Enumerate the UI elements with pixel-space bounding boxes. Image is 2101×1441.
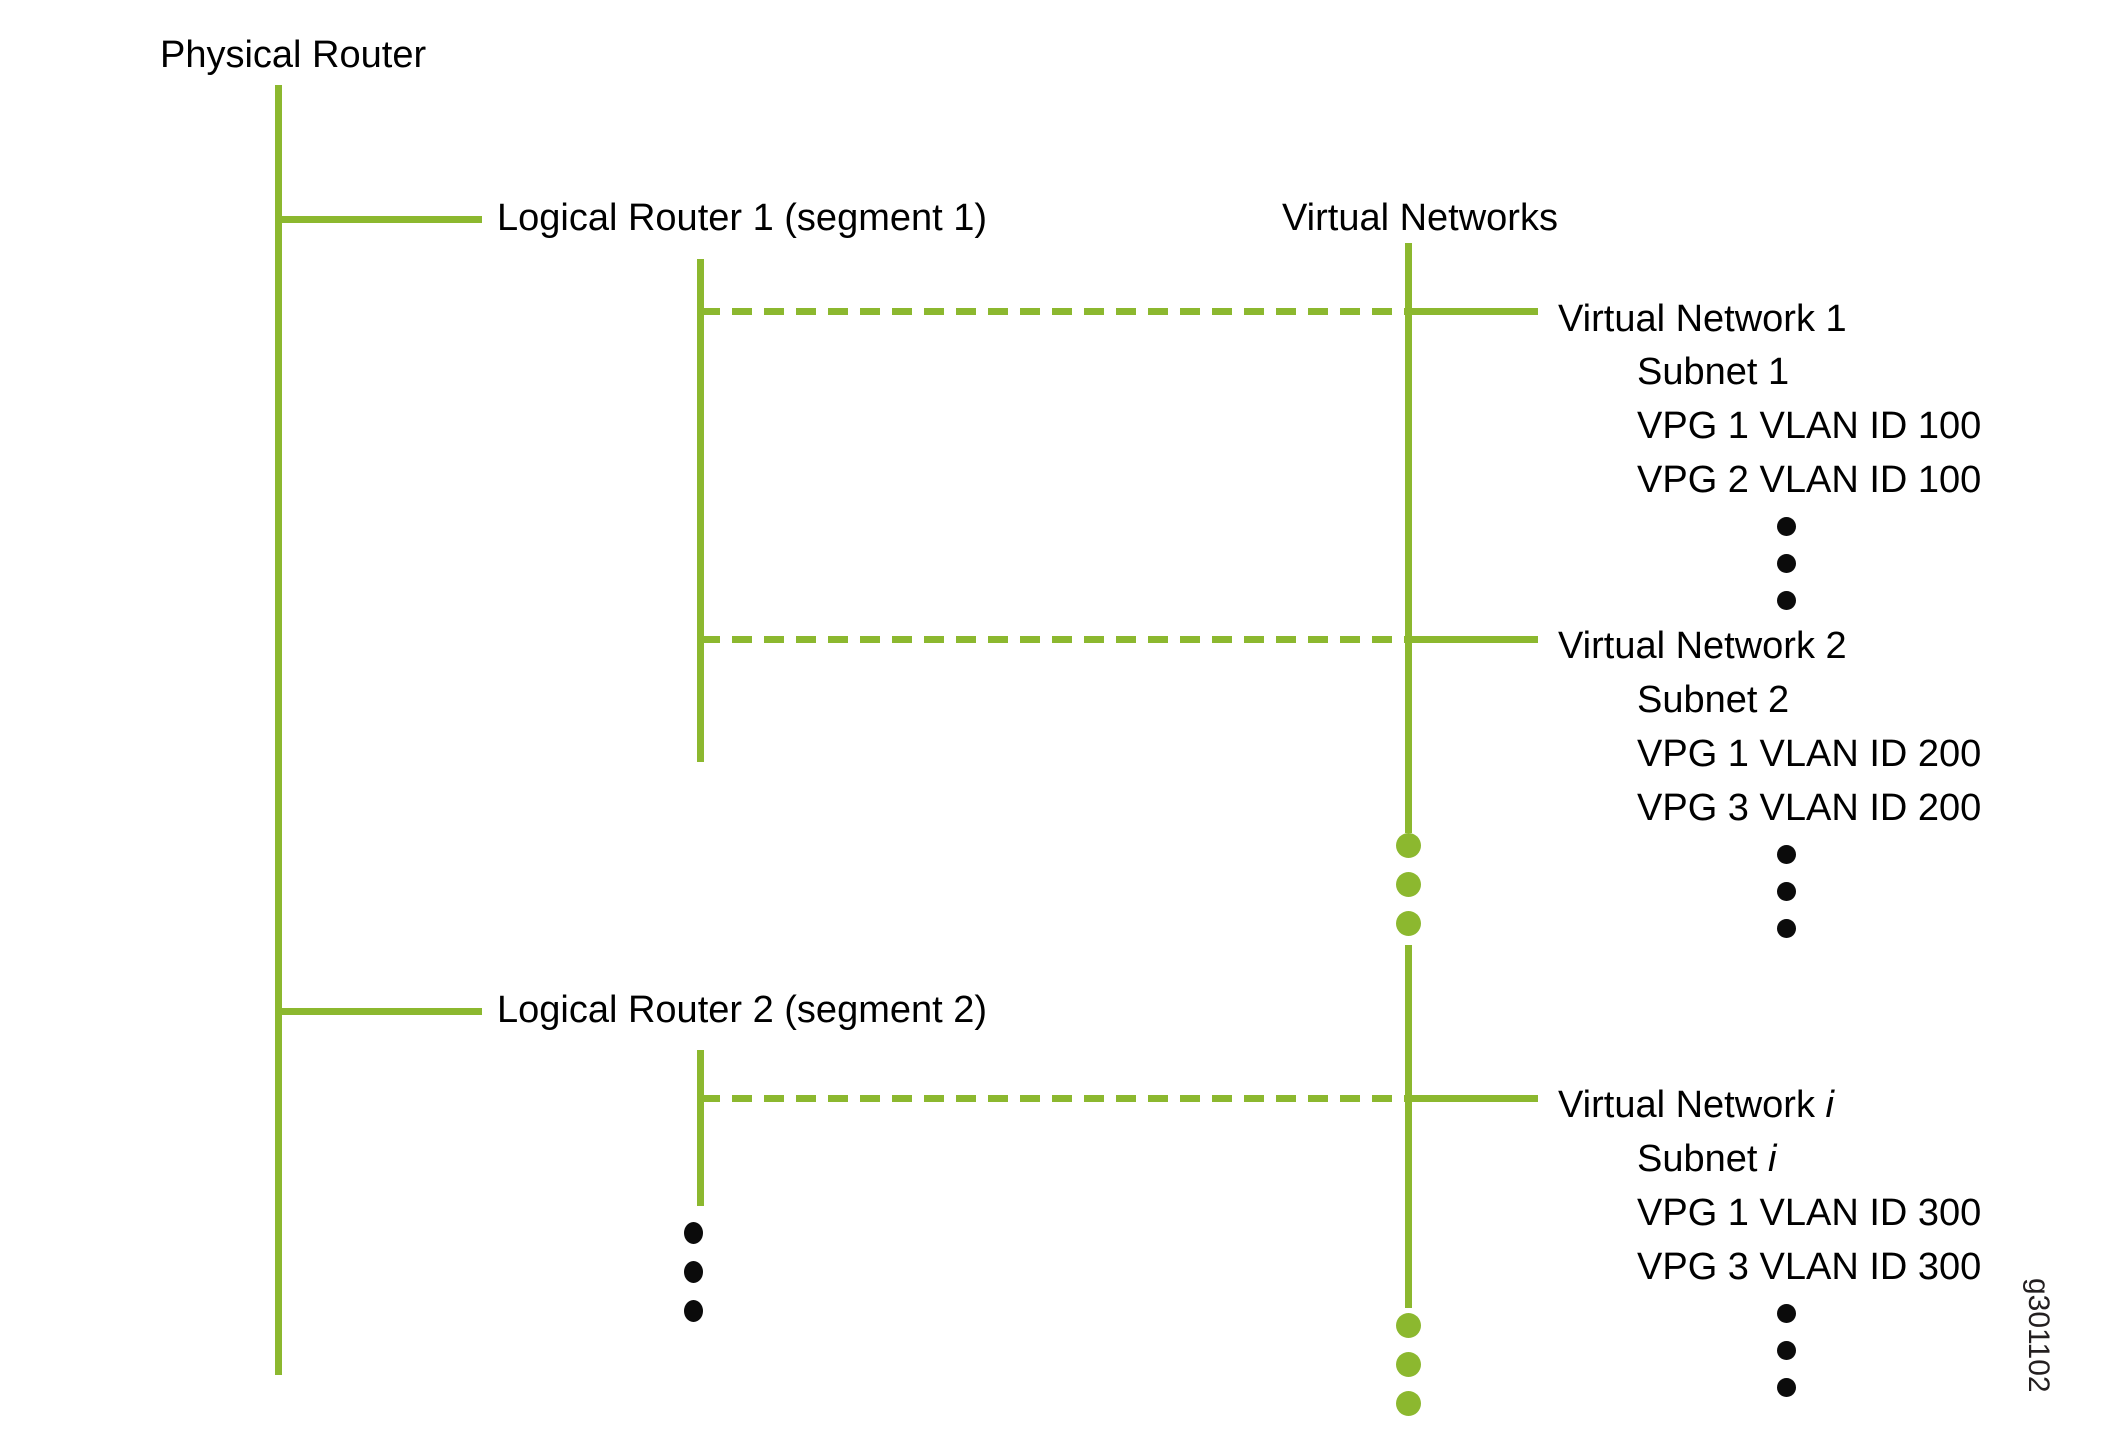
virtual-network-i-subnet: Subnet i: [1637, 1140, 1776, 1178]
physical-router-trunk-line: [275, 85, 282, 1375]
virtual-network-1-subnet: Subnet 1: [1637, 353, 1789, 391]
ellipsis-dot-icon: [1777, 517, 1796, 536]
logical-router-continuation-dots: [684, 1222, 703, 1322]
vni-title-index: i: [1825, 1084, 1834, 1126]
ellipsis-dot-icon: [1777, 554, 1796, 573]
logical-router-1-trunk-line: [697, 259, 704, 762]
virtual-network-1-title: Virtual Network 1: [1558, 300, 1847, 338]
virtual-network-i-continuation-dots: [1777, 1304, 1796, 1397]
vn2-title-prefix: Virtual Network: [1558, 625, 1826, 667]
ellipsis-dot-icon: [1396, 911, 1421, 936]
connector-trunk-to-vn2: [1405, 636, 1538, 643]
connector-trunk-to-vn1: [1405, 308, 1538, 315]
ellipsis-dot-icon: [684, 1222, 703, 1244]
virtual-networks-continuation-dots-upper: [1396, 833, 1421, 936]
ellipsis-dot-icon: [1777, 591, 1796, 610]
physical-router-label: Physical Router: [160, 34, 427, 76]
logical-router-1-label: Logical Router 1 (segment 1): [497, 197, 988, 239]
virtual-network-1-vpg-1: VPG 1 VLAN ID 100: [1637, 405, 1982, 447]
ellipsis-dot-icon: [1777, 845, 1796, 864]
logical-router-2-label: Logical Router 2 (segment 2): [497, 989, 988, 1031]
ellipsis-dot-icon: [1396, 872, 1421, 897]
virtual-networks-trunk-line-lower: [1405, 945, 1412, 1308]
virtual-networks-label: Virtual Networks: [1282, 197, 1558, 239]
virtual-network-2-subnet: Subnet 2: [1637, 681, 1789, 719]
vn1-title-index: 1: [1825, 298, 1847, 340]
vni-subnet-prefix: Subnet: [1637, 1138, 1768, 1180]
virtual-networks-trunk-line-upper: [1405, 243, 1412, 833]
ellipsis-dot-icon: [1777, 882, 1796, 901]
virtual-network-2-vpg-1: VPG 1 VLAN ID 200: [1637, 733, 1982, 775]
vn1-subnet-prefix: Subnet: [1637, 351, 1768, 393]
dashed-link-lr2-to-vni: [700, 1095, 1408, 1102]
virtual-network-2-vpg-2: VPG 3 VLAN ID 200: [1637, 787, 1982, 829]
virtual-networks-continuation-dots-lower: [1396, 1313, 1421, 1416]
ellipsis-dot-icon: [1396, 1391, 1421, 1416]
logical-router-2-trunk-line: [697, 1050, 704, 1206]
connector-physical-to-logical-router-2: [275, 1008, 482, 1015]
vni-title-prefix: Virtual Network: [1558, 1084, 1826, 1126]
vn2-subnet-prefix: Subnet: [1637, 679, 1768, 721]
ellipsis-dot-icon: [1777, 1378, 1796, 1397]
ellipsis-dot-icon: [1777, 1341, 1796, 1360]
ellipsis-dot-icon: [1396, 833, 1421, 858]
vn1-subnet-index: 1: [1768, 351, 1790, 393]
vn2-subnet-index: 2: [1768, 679, 1790, 721]
dashed-link-lr1-to-vn2: [700, 636, 1408, 643]
ellipsis-dot-icon: [1777, 919, 1796, 938]
ellipsis-dot-icon: [684, 1261, 703, 1283]
virtual-network-i-title: Virtual Network i: [1558, 1086, 1834, 1124]
virtual-network-1-vpg-2: VPG 2 VLAN ID 100: [1637, 459, 1982, 501]
ellipsis-dot-icon: [1777, 1304, 1796, 1323]
ellipsis-dot-icon: [1396, 1352, 1421, 1377]
virtual-network-i-vpg-1: VPG 1 VLAN ID 300: [1637, 1192, 1982, 1234]
connector-trunk-to-vni: [1405, 1095, 1538, 1102]
virtual-network-2-continuation-dots: [1777, 845, 1796, 938]
ellipsis-dot-icon: [684, 1300, 703, 1322]
vn2-title-index: 2: [1825, 625, 1847, 667]
virtual-network-1-continuation-dots: [1777, 517, 1796, 610]
vn1-title-prefix: Virtual Network: [1558, 298, 1826, 340]
figure-id-watermark: g301102: [2022, 1278, 2055, 1393]
dashed-link-lr1-to-vn1: [700, 308, 1408, 315]
virtual-network-i-vpg-2: VPG 3 VLAN ID 300: [1637, 1246, 1982, 1288]
connector-physical-to-logical-router-1: [275, 216, 482, 223]
ellipsis-dot-icon: [1396, 1313, 1421, 1338]
virtual-network-2-title: Virtual Network 2: [1558, 627, 1847, 665]
vni-subnet-index: i: [1768, 1138, 1777, 1180]
